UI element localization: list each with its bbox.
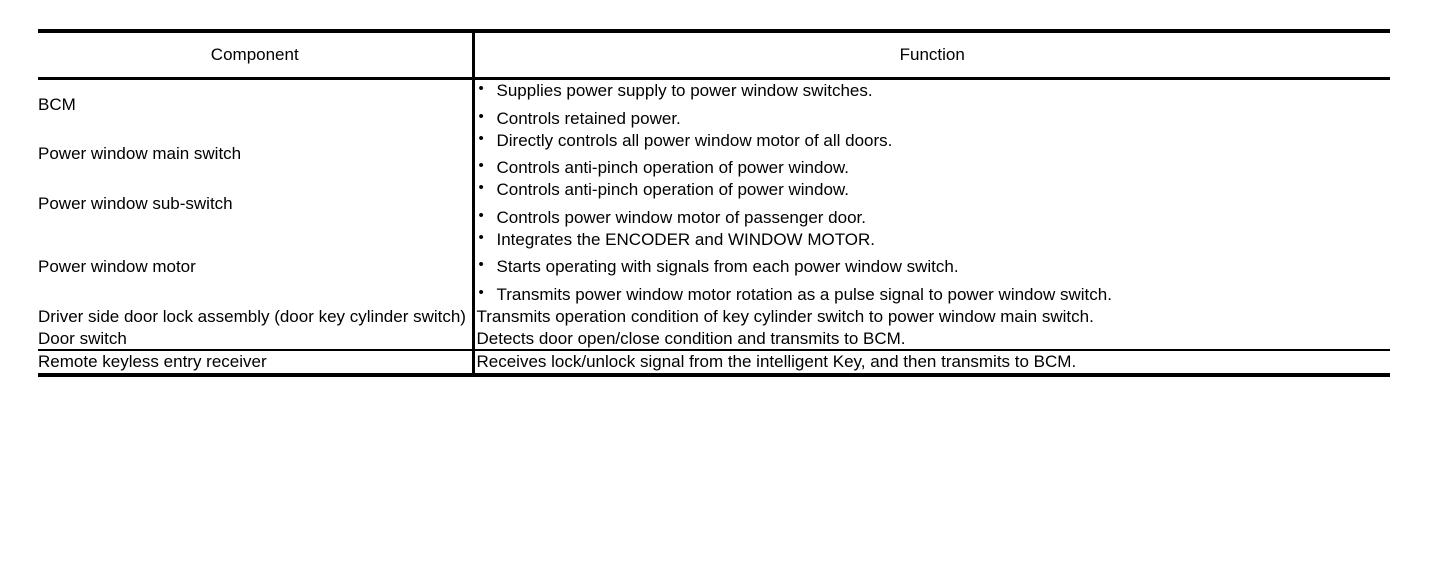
component-label: Remote keyless entry receiver [38, 352, 267, 372]
table-row: Driver side door lock assembly (door key… [38, 305, 1390, 328]
cell-component: BCM [38, 78, 475, 130]
function-bullet-item: Controls retained power. [475, 107, 1391, 130]
component-label: BCM [38, 94, 76, 114]
table-row: Remote keyless entry receiver Receives l… [38, 349, 1390, 375]
table-body: BCM Supplies power supply to power windo… [38, 78, 1391, 375]
cell-function: Detects door open/close condition and tr… [473, 328, 1390, 351]
function-bullet-list: Controls anti-pinch operation of power w… [475, 178, 1391, 229]
function-bullet-list: Integrates the ENCODER and WINDOW MOTOR.… [475, 228, 1391, 306]
function-bullet-item: Supplies power supply to power window sw… [475, 79, 1391, 102]
table-row: BCM Supplies power supply to power windo… [38, 78, 1390, 130]
function-text: Transmits operation condition of key cyl… [476, 306, 1094, 326]
cell-function: Directly controls all power window motor… [473, 129, 1391, 180]
component-label: Power window sub-switch [38, 193, 233, 213]
function-bullet-item: Controls anti-pinch operation of power w… [475, 178, 1391, 201]
table-header-row: Component Function [38, 31, 1390, 80]
cell-component: Power window sub-switch [38, 179, 475, 229]
table-row: Door switch Detects door open/close cond… [38, 327, 1390, 351]
function-bullet-item: Controls power window motor of passenger… [475, 206, 1391, 229]
table-row: Power window motor Integrates the ENCODE… [38, 228, 1391, 306]
cell-component: Power window motor [38, 228, 475, 306]
cell-function: Integrates the ENCODER and WINDOW MOTOR.… [473, 228, 1391, 306]
function-text: Receives lock/unlock signal from the int… [476, 352, 1077, 372]
cell-component: Driver side door lock assembly (door key… [38, 305, 475, 328]
function-bullet-item: Transmits power window motor rotation as… [475, 283, 1391, 306]
table-row: Power window main switch Directly contro… [38, 129, 1391, 180]
cell-component: Remote keyless entry receiver [38, 349, 475, 375]
table-row: Power window sub-switch Controls anti-pi… [38, 178, 1391, 229]
cell-function: Receives lock/unlock signal from the int… [473, 349, 1390, 375]
function-bullet-item: Controls anti-pinch operation of power w… [475, 156, 1391, 179]
function-bullet-list: Directly controls all power window motor… [475, 129, 1391, 180]
column-header-function: Function [473, 31, 1390, 80]
cell-function: Supplies power supply to power window sw… [473, 79, 1390, 130]
component-label: Door switch [38, 328, 127, 348]
component-label: Power window main switch [38, 144, 242, 164]
component-label: Power window motor [38, 257, 196, 277]
cell-component: Power window main switch [38, 129, 475, 179]
column-header-component: Component [38, 31, 475, 80]
function-bullet-item: Integrates the ENCODER and WINDOW MOTOR. [475, 228, 1391, 251]
component-function-table: Component Function BCM Supplies power su… [38, 29, 1390, 377]
cell-function: Transmits operation condition of key cyl… [473, 306, 1390, 328]
cell-component: Door switch [38, 327, 475, 351]
cell-function: Controls anti-pinch operation of power w… [473, 178, 1391, 229]
function-bullet-item: Directly controls all power window motor… [475, 129, 1391, 152]
component-function-table-container: Component Function BCM Supplies power su… [38, 29, 1390, 377]
component-label: Driver side door lock assembly (door key… [38, 306, 466, 326]
function-text: Detects door open/close condition and tr… [476, 328, 906, 348]
function-bullet-item: Starts operating with signals from each … [475, 255, 1391, 278]
function-bullet-list: Supplies power supply to power window sw… [475, 79, 1391, 130]
